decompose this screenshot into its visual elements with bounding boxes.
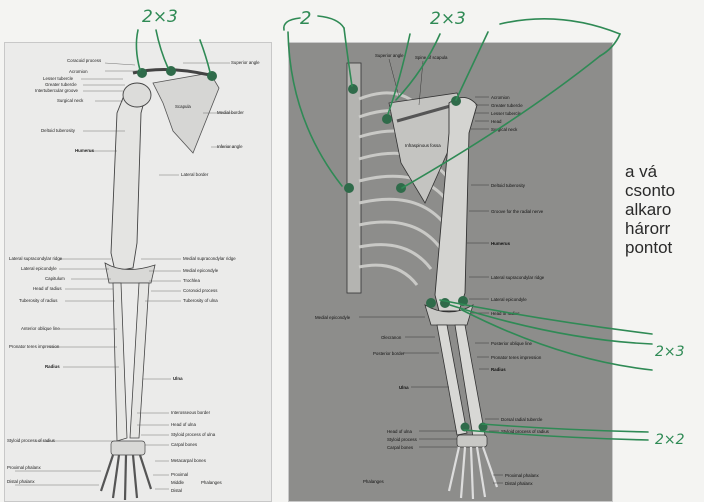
annotation-wrist: 2×2	[655, 432, 685, 448]
side-note: a vá csonto alkaro hárorr pontot	[625, 162, 675, 257]
annotation-right-triple: 2×3	[430, 9, 466, 29]
side-note-line: csonto	[625, 181, 675, 200]
annotation-left-count: 2×3	[142, 7, 178, 27]
annotation-right-single: 2	[300, 8, 311, 29]
side-note-line: a vá	[625, 162, 675, 181]
side-note-line: alkaro	[625, 200, 675, 219]
side-note-line: hárorr	[625, 219, 675, 238]
side-note-line: pontot	[625, 238, 675, 257]
annotation-forearm: 2×3	[655, 344, 685, 360]
